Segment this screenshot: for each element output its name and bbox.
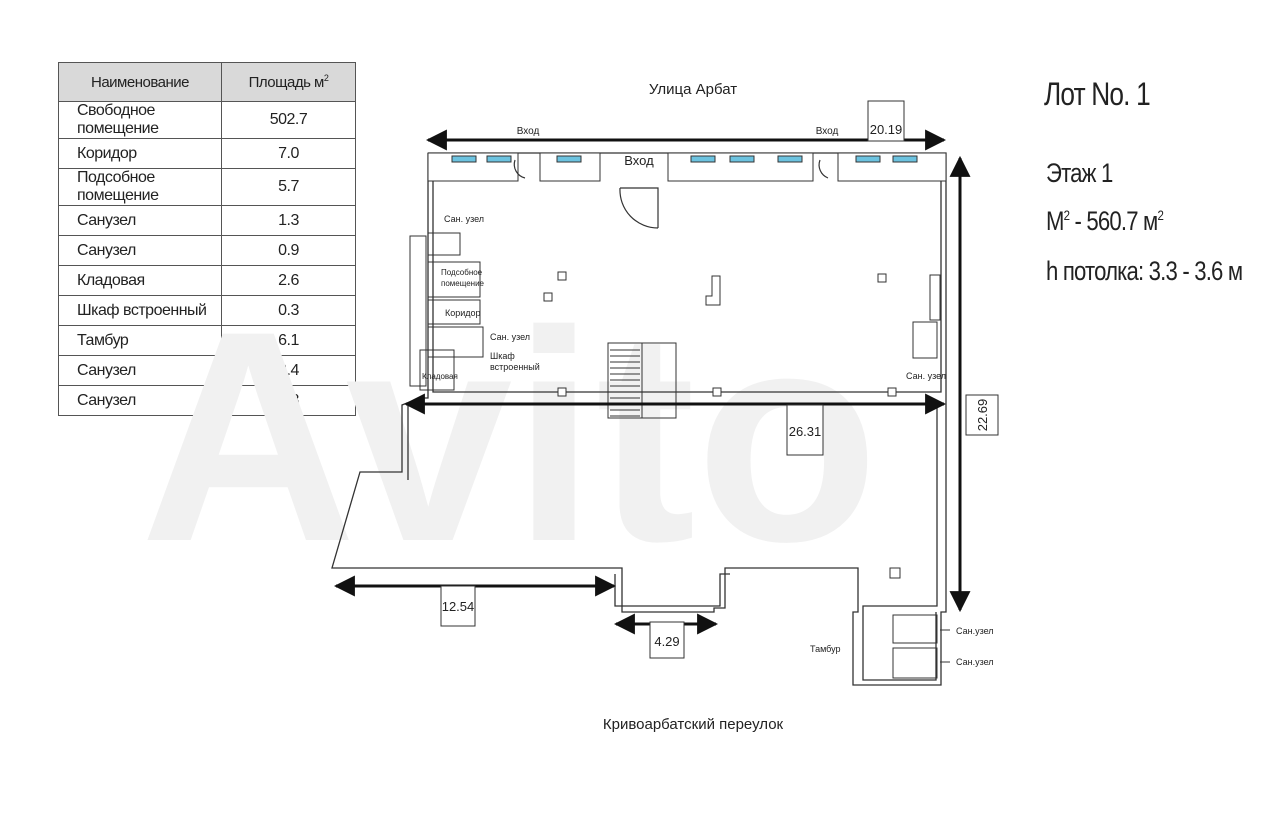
room-utility-label-1: Подсобное <box>441 268 483 277</box>
header-area-sup: 2 <box>323 73 329 83</box>
top-wall-windows <box>427 152 947 182</box>
room-san5-label: Сан.узел <box>956 657 994 667</box>
left-rooms <box>409 232 941 391</box>
room-name-cell: Санузел <box>58 205 222 236</box>
room-area-cell: 2.6 <box>221 265 356 296</box>
room-name-cell: Санузел <box>58 355 222 386</box>
area-value: - 560.7 м <box>1069 206 1159 236</box>
room-area-cell: 5.7 <box>221 168 356 206</box>
room-area-cell: 502.7 <box>221 101 356 139</box>
dim-bottom-left-label: 12.54 <box>442 599 475 614</box>
room-vestibule-label: Тамбур <box>810 644 841 654</box>
area-prefix: М <box>1046 206 1064 236</box>
room-san3-label: Сан. узел <box>906 371 946 381</box>
area-sup-2: 2 <box>1157 207 1164 223</box>
room-san4-label: Сан.узел <box>956 626 994 636</box>
room-utility-label-2: помещение <box>441 279 485 288</box>
total-area: М2 - 560.7 м2 <box>1046 206 1164 237</box>
street-top-label: Улица Арбат <box>649 81 737 98</box>
plan-labels: Улица Арбат Кривоарбатский переулок Вход… <box>422 81 994 733</box>
room-san2-label: Сан. узел <box>490 332 530 342</box>
header-name: Наименование <box>58 62 222 102</box>
room-area-cell: 3.8 <box>221 385 356 416</box>
dim-bottom-mid-label: 4.29 <box>654 634 679 649</box>
watermark: Avito <box>140 268 879 604</box>
dim-width-label: 26.31 <box>789 424 822 439</box>
entrance-left-label: Вход <box>517 126 540 137</box>
room-san1-label: Сан. узел <box>444 214 484 224</box>
room-name-cell: Шкаф встроенный <box>58 295 222 326</box>
room-area-cell: 3.4 <box>221 355 356 386</box>
entrance-main-label: Вход <box>624 153 654 168</box>
area-sup-1: 2 <box>1063 207 1070 223</box>
room-corridor-label: Коридор <box>445 308 481 318</box>
entrance-door <box>513 159 829 229</box>
room-storage-label: Кладовая <box>422 372 458 381</box>
room-area-cell: 0.9 <box>221 235 356 266</box>
room-wardrobe-label-2: встроенный <box>490 362 540 372</box>
lot-title: Лот No. 1 <box>1044 76 1151 112</box>
floor-label: Этаж 1 <box>1046 158 1113 188</box>
room-wardrobe-label-1: Шкаф <box>490 351 515 361</box>
dim-top-label: 20.19 <box>870 122 903 137</box>
room-area-cell: 1.3 <box>221 205 356 236</box>
dimension-boxes <box>440 100 999 659</box>
room-name-cell: Кладовая <box>58 265 222 296</box>
header-area-label: Площадь м <box>248 74 325 91</box>
room-name-cell: Санузел <box>58 235 222 266</box>
ceiling-height: h потолка: 3.3 - 3.6 м <box>1046 256 1243 286</box>
area-table: Наименование Площадь м2 Свободное помеще… <box>58 62 356 416</box>
columns <box>543 271 901 579</box>
header-area: Площадь м2 <box>221 62 356 102</box>
room-name-cell: Свободное помещение <box>58 101 222 139</box>
room-name-cell: Санузел <box>58 385 222 416</box>
dim-height-label: 22.69 <box>975 399 990 432</box>
room-name-cell: Коридор <box>58 138 222 169</box>
street-bottom-label: Кривоарбатский переулок <box>603 716 784 733</box>
table-header-row: Наименование Площадь м2 <box>58 62 356 102</box>
vestibule-rooms <box>892 614 950 679</box>
entrance-right-label: Вход <box>816 126 839 137</box>
